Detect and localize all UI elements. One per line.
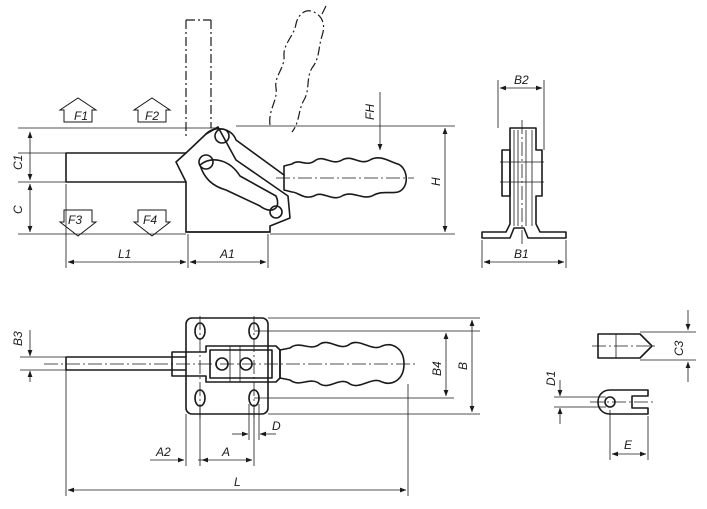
label-a1: A1 — [219, 247, 235, 261]
label-d1: D1 — [544, 371, 558, 386]
label-a2: A2 — [155, 445, 171, 459]
label-f3: F3 — [68, 213, 82, 227]
label-c1: C1 — [11, 155, 25, 170]
label-b2: B2 — [514, 73, 529, 87]
detail-views: C3 D1 E — [544, 310, 696, 460]
side-view — [65, 5, 414, 233]
force-arrow-f3 — [58, 209, 98, 237]
label-d: D — [272, 419, 281, 433]
label-e: E — [624, 438, 633, 452]
top-dimensions: B3 B4 B A2 A D L — [11, 317, 480, 496]
label-l: L — [234, 475, 241, 489]
label-b: B — [456, 362, 470, 370]
force-symbols: F1 F2 F3 F4 — [58, 97, 172, 237]
force-arrow-f4 — [132, 209, 172, 237]
label-f1: F1 — [74, 109, 88, 123]
fh-force: FH — [363, 92, 383, 151]
label-c: C — [11, 205, 25, 214]
label-l1: L1 — [118, 247, 131, 261]
label-b1: B1 — [514, 247, 529, 261]
label-b3: B3 — [11, 331, 25, 346]
label-c3: C3 — [672, 340, 686, 356]
label-a: A — [221, 445, 230, 459]
force-arrow-f2 — [132, 97, 172, 123]
label-fh: FH — [363, 104, 377, 120]
label-f4: F4 — [143, 213, 157, 227]
label-b4: B4 — [430, 361, 444, 376]
label-h: H — [429, 177, 443, 186]
side-dimensions: C1 C H L1 A1 — [11, 125, 455, 268]
end-view: B2 B1 — [481, 73, 567, 268]
force-arrow-f1 — [58, 97, 98, 123]
label-f2: F2 — [145, 109, 159, 123]
